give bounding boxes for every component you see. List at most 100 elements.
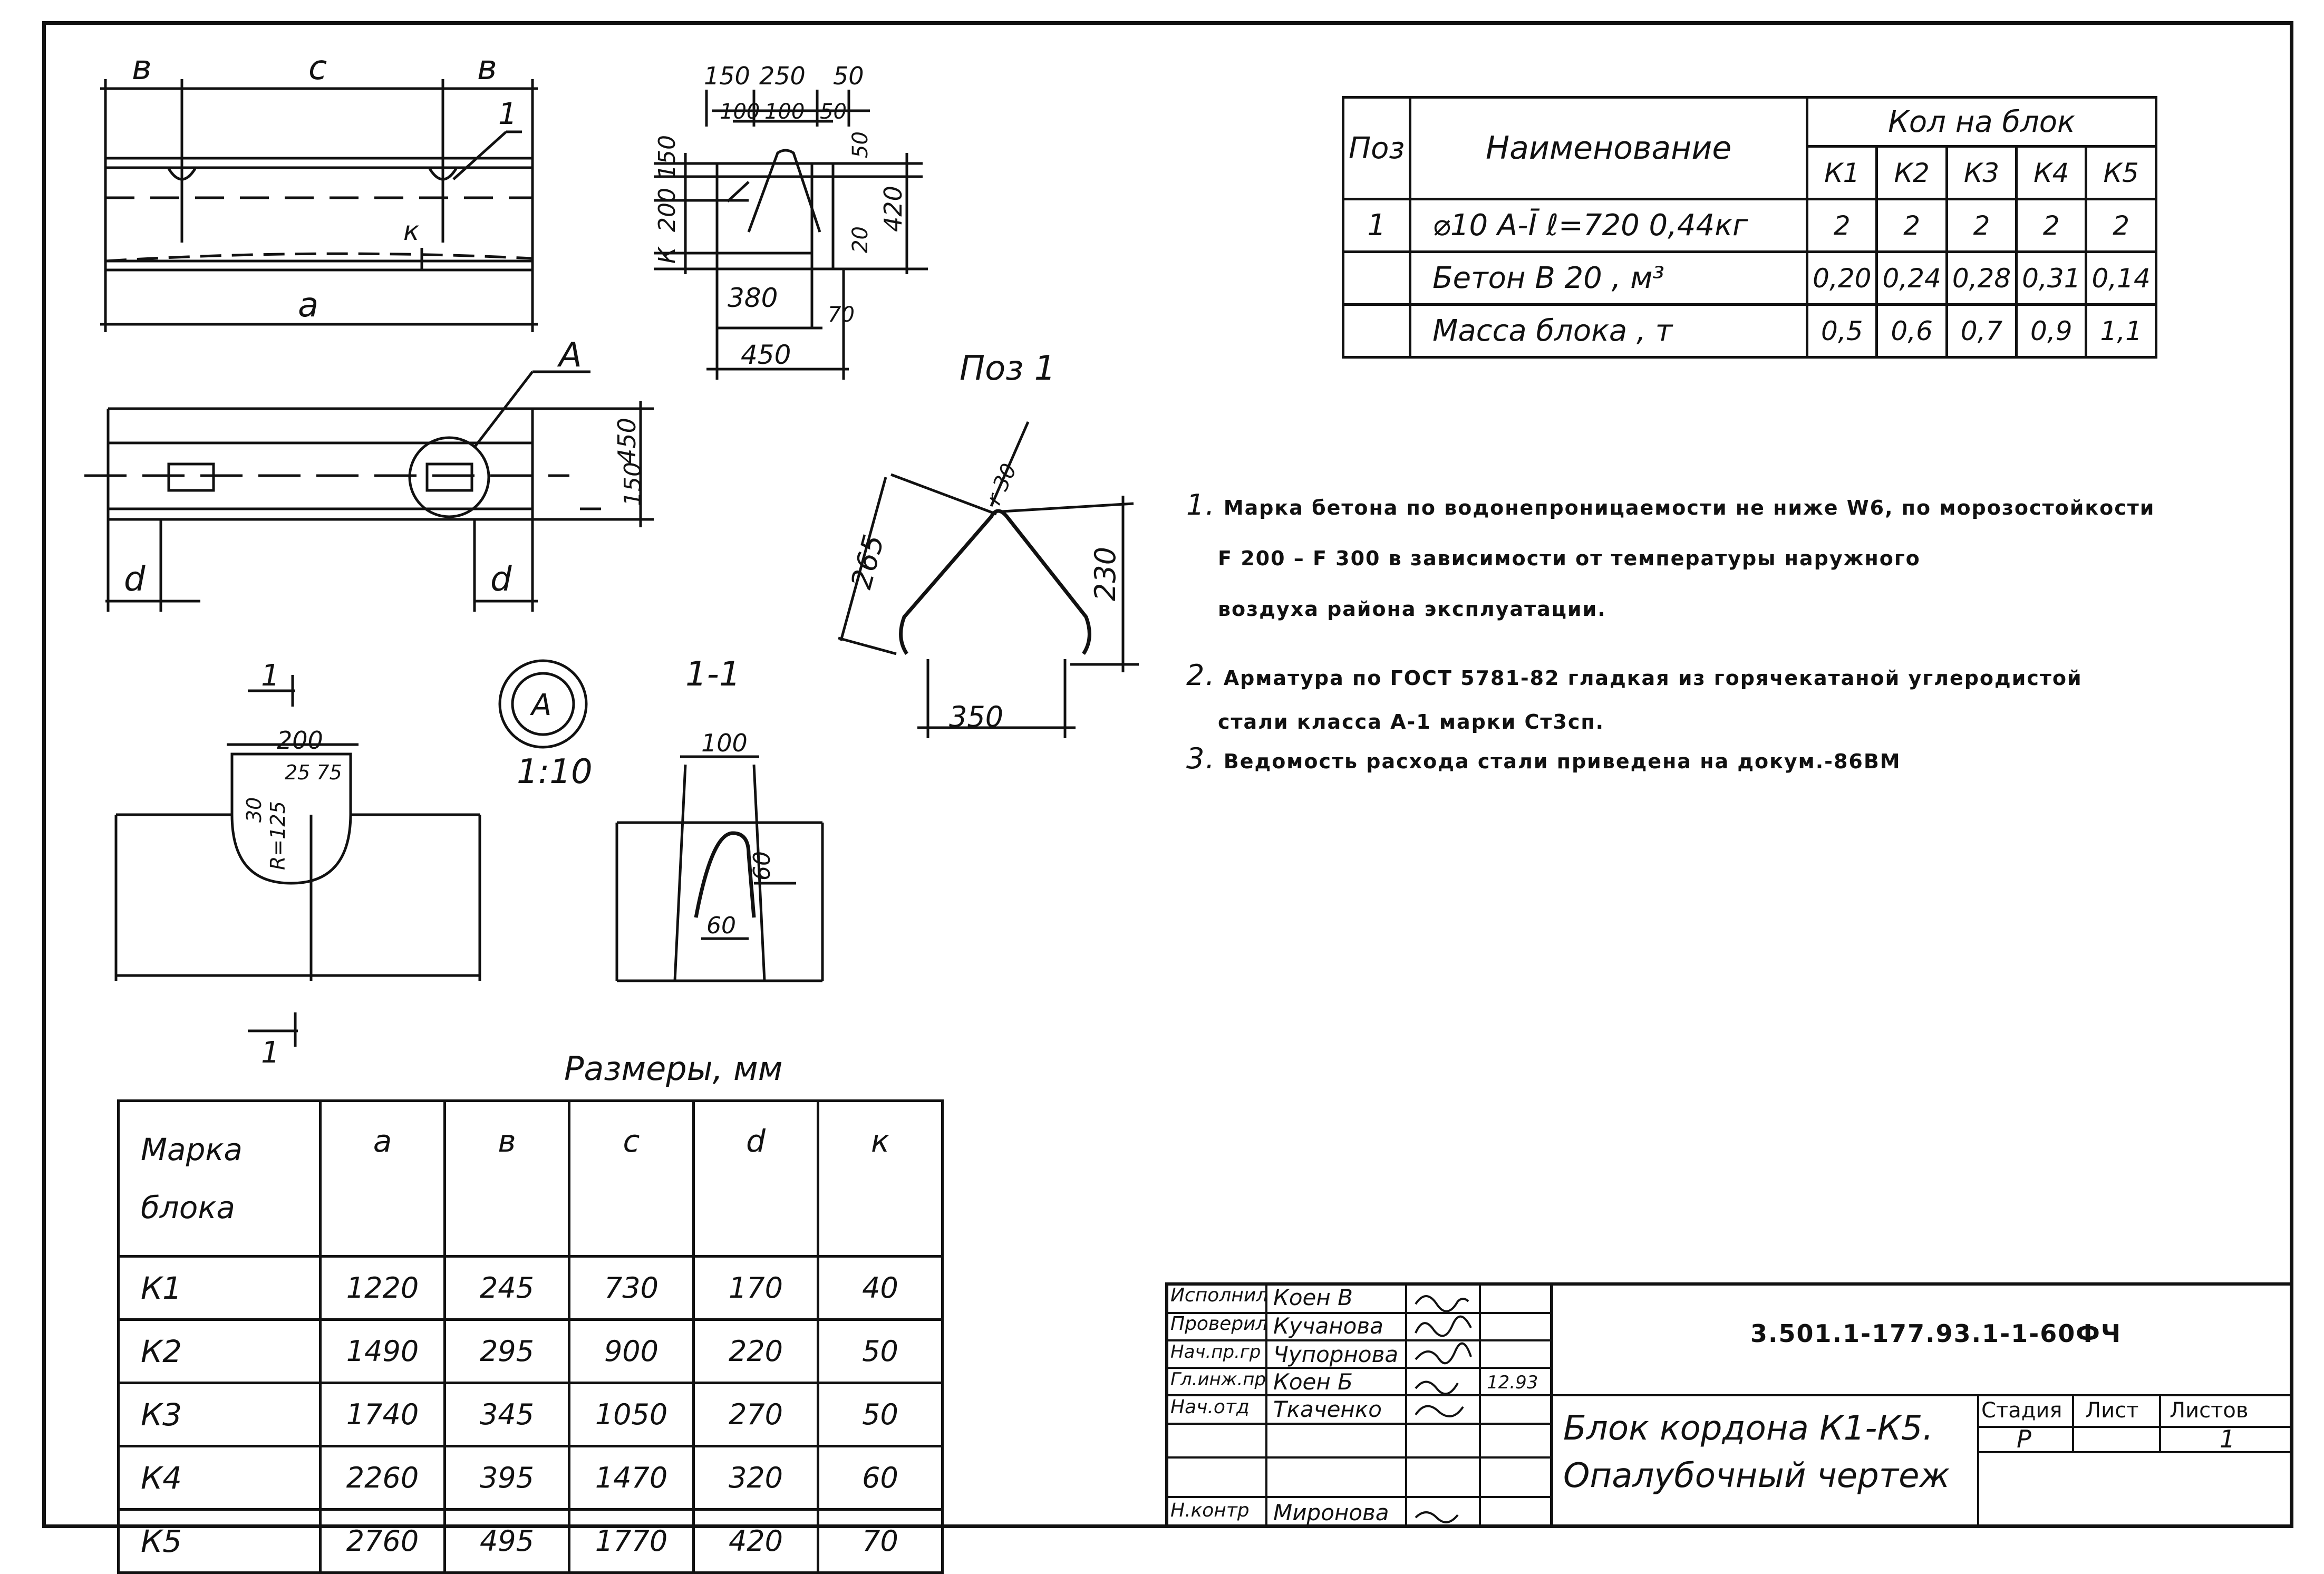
spec-header-qty: Кол на блок (1806, 96, 2157, 148)
role-label: Н.контр (1170, 1500, 1250, 1521)
specification-table: Поз Наименование Кол на блок К1 К2 К3 К4… (1341, 96, 2157, 359)
note-text: F 200 – F 300 в зависимости от температу… (1218, 547, 1921, 570)
label-pos1: Поз 1 (960, 349, 1056, 388)
sheet-label: Лист (2085, 1398, 2139, 1423)
label-scale: 1:10 (517, 752, 593, 791)
section-1-1-view (615, 755, 824, 982)
spec-header-k2: К2 (1875, 145, 1948, 200)
label-b-left: в (132, 49, 152, 88)
dim-20: 20 (848, 226, 873, 253)
role-label: Гл.инж.пр (1170, 1369, 1266, 1390)
spec-cell-pos (1341, 250, 1412, 306)
note-number: 3. (1186, 742, 1216, 775)
dims-header-a: a (319, 1099, 446, 1258)
dim-k-200-150: К (654, 246, 681, 264)
dims-value: 345 (443, 1382, 570, 1447)
dim-r125: R=125 (266, 801, 289, 870)
dims-mark: К1 (117, 1255, 322, 1321)
dims-mark: К2 (117, 1318, 322, 1384)
cross-section-view (654, 90, 928, 380)
dims-value: 2760 (319, 1508, 446, 1574)
dim-250: 250 (759, 62, 806, 90)
section-mark-top (248, 675, 295, 707)
label-d-right: d (490, 560, 512, 599)
dim-25-75: 25 75 (285, 761, 342, 784)
spec-cell-value: 0,24 (1875, 250, 1948, 306)
section-mark-bottom (248, 1012, 298, 1047)
spec-cell-value: 2 (2015, 198, 2088, 253)
table-row: К4 2260 395 1470 320 60 (117, 1445, 944, 1511)
dims-value: 730 (568, 1255, 695, 1321)
note-text: стали класса А-1 марки Ст3сп. (1218, 710, 1605, 733)
sheets-label: Листов (2170, 1398, 2249, 1423)
spec-cell-value: 2 (1875, 198, 1948, 253)
date: 12.93 (1487, 1372, 1538, 1393)
spec-cell-name: Масса блока , т (1409, 303, 1809, 359)
label-section-top: 1 (261, 659, 280, 693)
dims-value: 1740 (319, 1382, 446, 1447)
dim-150: 150 (704, 62, 750, 90)
spec-cell-value: 2 (1806, 198, 1878, 253)
dims-value: 170 (692, 1255, 819, 1321)
dims-header-b: в (443, 1099, 570, 1258)
note-1-line: F 200 – F 300 в зависимости от температу… (1186, 533, 2304, 584)
spec-cell-value: 0,7 (1945, 303, 2018, 359)
dims-header-mark-l2: блока (141, 1190, 235, 1225)
dim-60-bottom: 60 (706, 912, 736, 939)
dims-value: 220 (692, 1318, 819, 1384)
dims-value: 245 (443, 1255, 570, 1321)
role-label: Нач.отд (1170, 1396, 1250, 1418)
spec-row: 1 ⌀10 А-Ī ℓ=720 0,44кг 2 2 2 2 2 (1341, 198, 2157, 253)
dim-380: 380 (728, 283, 778, 313)
role-name: Коен В (1273, 1285, 1353, 1310)
note-1-line: воздуха района эксплуатации. (1186, 584, 2304, 634)
dims-value: 395 (443, 1445, 570, 1511)
spec-header-k3: К3 (1945, 145, 2018, 200)
role-label: Исполнил (1170, 1285, 1268, 1306)
spec-header-name: Наименование (1409, 96, 1809, 200)
stage-label: Стадия (1981, 1398, 2062, 1423)
role-name: Кучанова (1273, 1313, 1383, 1339)
dims-mark: К3 (117, 1382, 322, 1447)
note-text: Марка бетона по водонепроницаемости не н… (1223, 496, 2155, 519)
dims-value: 295 (443, 1318, 570, 1384)
spec-cell-name: ⌀10 А-Ī ℓ=720 0,44кг (1409, 198, 1809, 253)
dim-r30: r 30 (982, 460, 1022, 508)
spec-cell-pos (1341, 303, 1412, 359)
dims-caption: Размеры, мм (564, 1049, 783, 1088)
notes-block: 1. Марка бетона по водонепроницаемости н… (1186, 480, 2304, 780)
dims-value: 1050 (568, 1382, 695, 1447)
title-block: Исполнил Коен В Проверил Кучанова Нач.пр… (1165, 1282, 2293, 1528)
spec-cell-value: 0,20 (1806, 250, 1878, 306)
spec-cell-value: 0,9 (2015, 303, 2088, 359)
dims-value: 420 (692, 1508, 819, 1574)
label-a: а (298, 286, 318, 325)
dim-450-plan: 450 (613, 418, 641, 464)
dim-200: 200 (277, 726, 323, 755)
role-label: Проверил (1170, 1313, 1268, 1335)
table-row: К3 1740 345 1050 270 50 (117, 1382, 944, 1447)
table-row: К2 1490 295 900 220 50 (117, 1318, 944, 1384)
dims-value: 1770 (568, 1508, 695, 1574)
label-detail-a: А (557, 336, 582, 375)
spec-cell-value: 0,5 (1806, 303, 1878, 359)
spec-cell-value: 0,31 (2015, 250, 2088, 306)
spec-header-pos: Поз (1341, 96, 1412, 200)
technical-drawings: в с в 1 к а А d d 150 250 50 100 100 50 … (84, 49, 1139, 1070)
note-1-line: 1. Марка бетона по водонепроницаемости н… (1186, 480, 2304, 533)
dims-value: 1490 (319, 1318, 446, 1384)
dims-value: 1470 (568, 1445, 695, 1511)
role-name: Коен Б (1273, 1369, 1353, 1395)
note-2-line: 2. Арматура по ГОСТ 5781-82 гладкая из г… (1186, 650, 2304, 703)
role-name: Чупорнова (1273, 1341, 1399, 1367)
dims-value: 2260 (319, 1445, 446, 1511)
spec-header-k5: К5 (2085, 145, 2157, 200)
dims-value: 40 (817, 1255, 944, 1321)
dim-420: 420 (879, 186, 907, 232)
dims-value: 50 (817, 1318, 944, 1384)
note-3-line: 3. Ведомость расхода стали приведена на … (1186, 740, 2304, 780)
dim-50-vert: 50 (848, 131, 873, 158)
dim-100b: 100 (764, 100, 805, 124)
note-2-line: стали класса А-1 марки Ст3сп. (1186, 703, 2304, 740)
